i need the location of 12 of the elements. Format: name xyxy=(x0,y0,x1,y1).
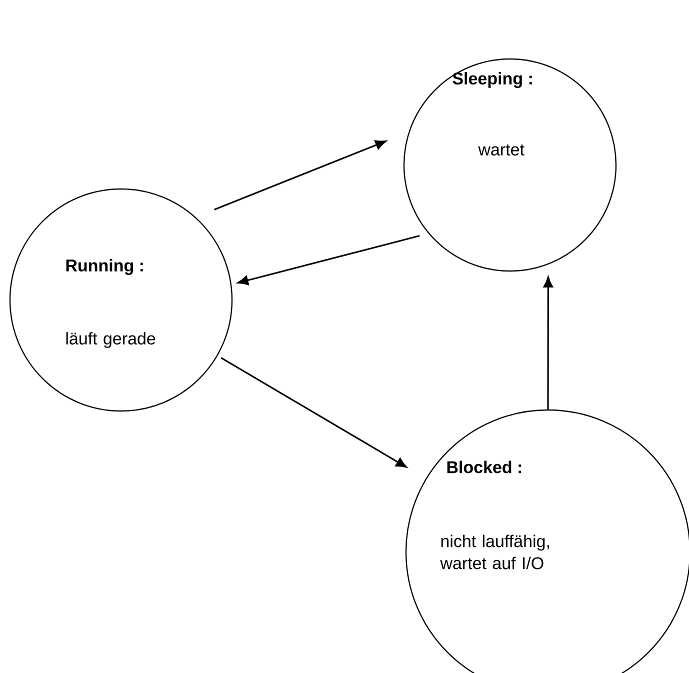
arrow xyxy=(237,235,420,286)
state-circle xyxy=(403,58,617,272)
arrow xyxy=(543,276,553,410)
state-circle xyxy=(9,188,233,412)
state-description: nicht lauffähig, wartet auf I/O xyxy=(440,534,549,570)
state-heading: Sleeping : xyxy=(452,72,532,88)
state-description: wartet xyxy=(478,144,524,156)
arrow xyxy=(214,140,386,210)
state-heading: Running : xyxy=(66,259,143,275)
state-description: läuft gerade xyxy=(66,332,156,348)
arrow xyxy=(220,357,407,468)
state-heading: Blocked : xyxy=(447,460,522,474)
